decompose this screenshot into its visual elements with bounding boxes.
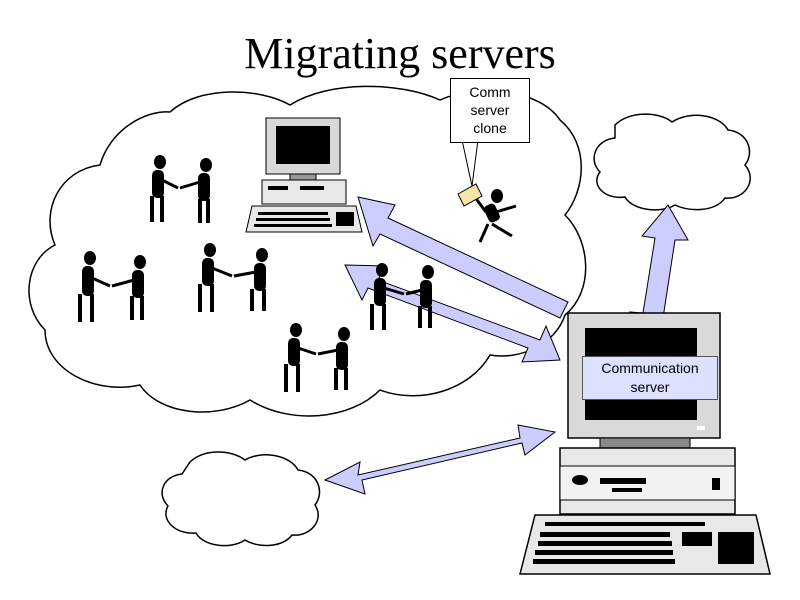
communication-server-label: Communication server xyxy=(582,356,718,400)
arrow-lower-double xyxy=(323,424,557,495)
small-cloud-bottom xyxy=(161,451,321,547)
server-label-line-2: server xyxy=(630,379,670,395)
person-pair-2 xyxy=(78,251,146,322)
server-label-line-1: Communication xyxy=(601,360,699,376)
person-pair-1 xyxy=(150,155,212,223)
person-pair-3 xyxy=(198,243,268,312)
running-messenger xyxy=(457,183,517,243)
arrow-upper-double xyxy=(357,196,569,319)
callout-line-3: clone xyxy=(473,120,507,136)
callout-line-1: Comm xyxy=(469,84,511,100)
small-cloud-top xyxy=(593,113,751,211)
people-group xyxy=(78,155,517,392)
page-title: Migrating servers xyxy=(244,29,556,78)
comm-server-clone-callout: Comm server clone xyxy=(450,78,530,143)
large-cloud xyxy=(28,85,587,417)
large-computer xyxy=(519,312,771,575)
person-pair-5 xyxy=(284,323,350,392)
small-computer xyxy=(245,117,363,233)
callout-line-2: server xyxy=(470,102,510,118)
person-pair-4 xyxy=(370,263,434,330)
